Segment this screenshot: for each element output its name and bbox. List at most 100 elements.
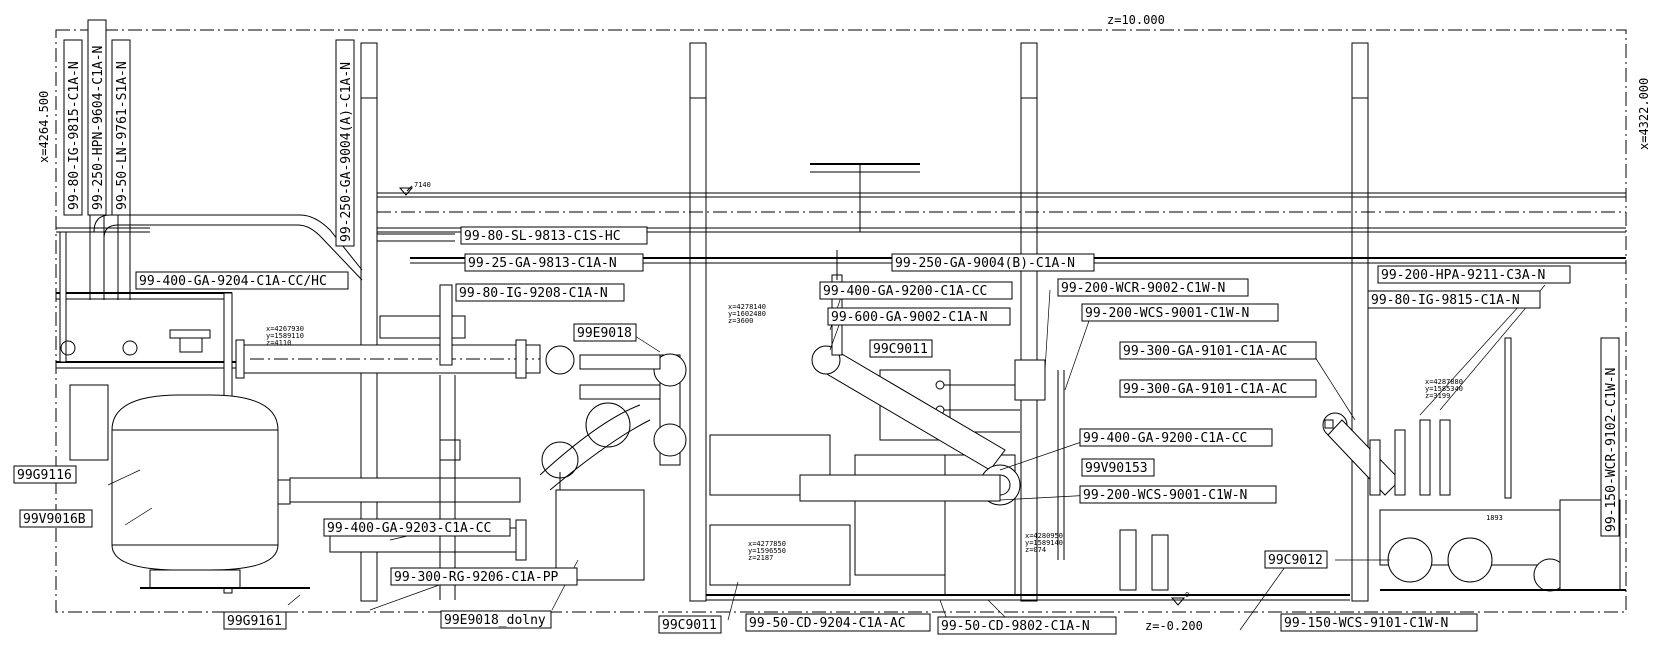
svg-text:z=2187: z=2187	[748, 554, 773, 562]
vertical-tag-v1: 99-80-IG-9815-C1A-N	[63, 39, 83, 216]
svg-text:z=3600: z=3600	[728, 317, 753, 325]
tag-t24: 99G9161	[223, 611, 287, 630]
tag-t8: 99-600-GA-9002-C1A-N	[827, 307, 1011, 326]
svg-text:99-200-WCR-9002-C1W-N: 99-200-WCR-9002-C1W-N	[1061, 281, 1225, 296]
tag-t15: 99-300-GA-9101-C1A-AC	[1119, 379, 1317, 398]
svg-text:99-400-GA-9200-C1A-CC: 99-400-GA-9200-C1A-CC	[1083, 431, 1247, 446]
svg-text:99-300-RG-9206-C1A-PP: 99-300-RG-9206-C1A-PP	[394, 570, 559, 585]
svg-text:99-50-CD-9802-C1A-N: 99-50-CD-9802-C1A-N	[941, 619, 1090, 634]
svg-text:99-80-IG-9815-C1A-N: 99-80-IG-9815-C1A-N	[67, 61, 82, 210]
svg-text:99-80-IG-9208-C1A-N: 99-80-IG-9208-C1A-N	[459, 286, 608, 301]
svg-text:99V90153: 99V90153	[1085, 461, 1148, 476]
svg-text:z=4110: z=4110	[266, 339, 291, 347]
svg-text:99E9018: 99E9018	[577, 326, 632, 341]
svg-text:99G9161: 99G9161	[227, 614, 282, 629]
svg-text:y=1585340: y=1585340	[1425, 385, 1463, 393]
tag-t14: 99-300-GA-9101-C1A-AC	[1119, 341, 1317, 360]
tag-t23: 99C9012	[1264, 550, 1328, 569]
vertical-tag-v5: 99-150-WCR-9102-C1W-N	[1600, 337, 1620, 537]
tag-t3: 99-25-GA-9813-C1A-N	[464, 253, 644, 272]
svg-text:99C9012: 99C9012	[1268, 553, 1323, 568]
tag-t6: 99-250-GA-9004(B)-C1A-N	[891, 253, 1095, 272]
svg-text:x=4287880: x=4287880	[1425, 378, 1463, 386]
svg-text:99-80-IG-9815-C1A-N: 99-80-IG-9815-C1A-N	[1371, 293, 1520, 308]
tag-t11: 99-200-WCS-9001-C1W-N	[1081, 303, 1279, 322]
svg-text:99-80-SL-9813-C1S-HC: 99-80-SL-9813-C1S-HC	[464, 229, 621, 244]
svg-text:99-300-GA-9101-C1A-AC: 99-300-GA-9101-C1A-AC	[1123, 382, 1287, 397]
point-label-3: x=4277850 y=1596550 z=2187	[748, 540, 786, 562]
svg-text:99-300-GA-9101-C1A-AC: 99-300-GA-9101-C1A-AC	[1123, 344, 1287, 359]
diagonal-pipe-9002	[799, 250, 1021, 506]
tag-t29: 99-150-WCS-9101-C1W-N	[1280, 613, 1478, 632]
top-elevation: z=10.000	[1107, 13, 1165, 27]
tag-t17: 99V90153	[1081, 458, 1155, 477]
vertical-tag-v4: 99-250-GA-9004(A)-C1A-N	[335, 39, 355, 247]
right-equipment	[1014, 337, 1626, 592]
point-label-1: x=4267930 y=1589110 z=4110	[266, 325, 304, 347]
svg-text:99C9011: 99C9011	[662, 618, 717, 633]
point-label-5: x=4287880 y=1585340 z=3199	[1425, 378, 1463, 400]
svg-text:99-600-GA-9002-C1A-N: 99-600-GA-9002-C1A-N	[831, 310, 988, 325]
svg-text:y=1589110: y=1589110	[266, 332, 304, 340]
svg-text:99V9016B: 99V9016B	[23, 512, 86, 527]
bottom-elevation: z=-0.200	[1145, 619, 1203, 633]
svg-text:99-150-WCR-9102-C1W-N: 99-150-WCR-9102-C1W-N	[1604, 368, 1619, 532]
tag-t18: 99-200-WCS-9001-C1W-N	[1079, 485, 1277, 504]
svg-text:x=4277850: x=4277850	[748, 540, 786, 548]
svg-text:99-25-GA-9813-C1A-N: 99-25-GA-9813-C1A-N	[468, 256, 617, 271]
drawing-boundary	[55, 29, 1627, 613]
tag-t26: 99C9011	[658, 615, 722, 634]
tag-t20: 99V9016B	[19, 509, 93, 528]
tag-t28: 99-50-CD-9802-C1A-N	[937, 616, 1117, 635]
svg-text:99-250-HPN-9604-C1A-N: 99-250-HPN-9604-C1A-N	[91, 46, 106, 210]
svg-text:y=1602480: y=1602480	[728, 310, 766, 318]
svg-text:99C9011: 99C9011	[873, 342, 928, 357]
svg-text:99-250-GA-9004(A)-C1A-N: 99-250-GA-9004(A)-C1A-N	[339, 62, 354, 242]
point-label-2: x=4278140 y=1602480 z=3600	[728, 303, 766, 325]
svg-text:99-50-LN-9761-S1A-N: 99-50-LN-9761-S1A-N	[115, 61, 130, 210]
tag-t4: 99-80-IG-9208-C1A-N	[455, 283, 625, 302]
svg-text:z=074: z=074	[1025, 546, 1046, 554]
elevation-7140: 7140	[414, 181, 431, 189]
tag-t25: 99E9018_dolny	[440, 610, 552, 629]
tag-t10: 99-200-WCR-9002-C1W-N	[1057, 278, 1249, 297]
svg-text:99-150-WCS-9101-C1W-N: 99-150-WCS-9101-C1W-N	[1284, 616, 1448, 631]
tag-t27: 99-50-CD-9204-C1A-AC	[745, 613, 931, 632]
vertical-tag-v3: 99-50-LN-9761-S1A-N	[111, 39, 131, 216]
svg-text:99-250-GA-9004(B)-C1A-N: 99-250-GA-9004(B)-C1A-N	[895, 256, 1075, 271]
svg-text:99-200-WCS-9001-C1W-N: 99-200-WCS-9001-C1W-N	[1083, 488, 1247, 503]
svg-text:99-50-CD-9204-C1A-AC: 99-50-CD-9204-C1A-AC	[749, 616, 906, 631]
svg-text:99-400-GA-9200-C1A-CC: 99-400-GA-9200-C1A-CC	[823, 284, 987, 299]
tag-t16: 99-400-GA-9200-C1A-CC	[1079, 428, 1273, 447]
left-x-coordinate: x=4264.500	[37, 91, 51, 163]
svg-text:y=1596550: y=1596550	[748, 547, 786, 555]
point-label-4: x=4280950 y=1589140 z=074	[1025, 532, 1063, 554]
svg-text:99E9018_dolny: 99E9018_dolny	[444, 613, 546, 628]
horizontal-pipes	[235, 284, 541, 600]
svg-text:x=4267930: x=4267930	[266, 325, 304, 333]
tag-t2: 99-80-SL-9813-C1S-HC	[460, 226, 648, 245]
tag-t13: 99-80-IG-9815-C1A-N	[1367, 290, 1541, 309]
svg-text:99-200-WCS-9001-C1W-N: 99-200-WCS-9001-C1W-N	[1085, 306, 1249, 321]
svg-text:x=4280950: x=4280950	[1025, 532, 1063, 540]
dimension-1893: 1893	[1486, 514, 1503, 522]
svg-text:99-200-HPA-9211-C3A-N: 99-200-HPA-9211-C3A-N	[1381, 268, 1545, 283]
heat-exchanger-99E9018	[539, 345, 687, 581]
svg-text:99-400-GA-9203-C1A-CC: 99-400-GA-9203-C1A-CC	[327, 521, 491, 536]
svg-text:z=3199: z=3199	[1425, 392, 1450, 400]
tag-t9: 99C9011	[869, 339, 933, 358]
tag-t12: 99-200-HPA-9211-C3A-N	[1377, 265, 1571, 284]
svg-text:99-400-GA-9204-C1A-CC/HC: 99-400-GA-9204-C1A-CC/HC	[139, 274, 327, 289]
tag-t5: 99E9018	[573, 323, 637, 342]
svg-text:99G9116: 99G9116	[17, 468, 72, 483]
tag-t1: 99-400-GA-9204-C1A-CC/HC	[135, 271, 349, 290]
vessel-99V9016B	[69, 384, 310, 589]
tag-t22: 99-300-RG-9206-C1A-PP	[390, 567, 578, 586]
svg-text:x=4278140: x=4278140	[728, 303, 766, 311]
tag-t21: 99-400-GA-9203-C1A-CC	[323, 518, 511, 537]
upper-structure	[377, 163, 1626, 264]
svg-text:y=1589140: y=1589140	[1025, 539, 1063, 547]
right-x-coordinate: x=4322.000	[1637, 78, 1651, 150]
elevation-0: 0	[1185, 591, 1189, 599]
